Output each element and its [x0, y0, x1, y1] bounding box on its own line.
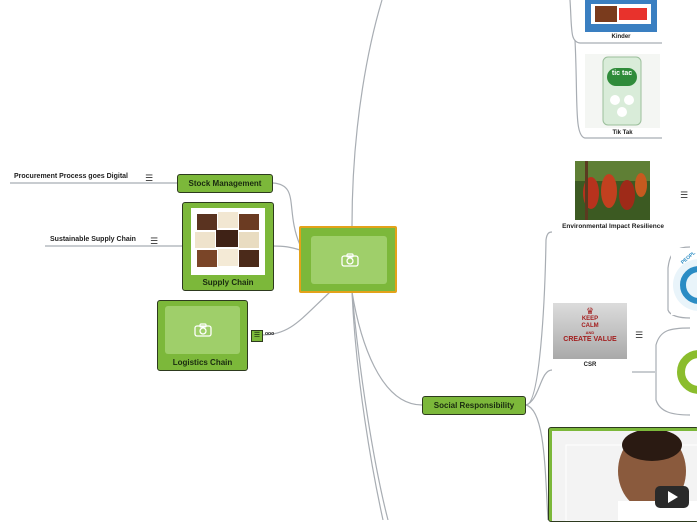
cocoa-pods-image — [575, 161, 650, 220]
topic-social-responsibility-label: Social Responsibility — [434, 401, 514, 410]
topic-logistics-chain-label: Logistics Chain — [158, 358, 247, 367]
play-button[interactable] — [655, 486, 689, 508]
csr-sign-line: CALM — [553, 323, 627, 330]
kinder-image — [585, 0, 657, 32]
csr-sign-line: KEEP — [553, 316, 627, 323]
video-card[interactable] — [548, 427, 697, 522]
csr-sign-line: CREATE VALUE — [553, 336, 627, 344]
green-circle-image — [671, 340, 697, 404]
notes-icon[interactable]: ☰ — [635, 331, 643, 340]
notes-icon-green[interactable]: ☰ — [251, 330, 263, 342]
notes-icon[interactable]: ☰ — [680, 191, 688, 200]
topic-logistics-chain[interactable]: Logistics Chain — [157, 300, 248, 371]
topic-social-responsibility[interactable]: Social Responsibility — [422, 396, 526, 415]
topic-stock-management[interactable]: Stock Management — [177, 174, 273, 193]
leaf-logistics-small[interactable]: ooo — [265, 331, 274, 337]
central-topic[interactable] — [299, 226, 397, 293]
environmental-caption: Environmental Impact Resilience — [548, 223, 678, 230]
kinder-caption: Kinder — [585, 34, 657, 40]
tictac-image — [585, 54, 660, 128]
csr-caption: CSR — [553, 362, 627, 368]
chocolate-image — [191, 208, 265, 275]
leaf-sustainable-supply-chain[interactable]: Sustainable Supply Chain — [50, 236, 136, 243]
keep-calm-image: ♛ KEEP CALM AND CREATE VALUE — [553, 303, 627, 359]
crown-icon: ♛ — [553, 306, 627, 316]
leaf-procurement[interactable]: Procurement Process goes Digital — [14, 173, 128, 180]
tictac-caption: Tik Tak — [585, 130, 660, 136]
topic-stock-management-label: Stock Management — [189, 179, 262, 188]
topic-supply-chain[interactable]: Supply Chain — [182, 202, 274, 291]
play-icon — [667, 491, 679, 503]
notes-icon[interactable]: ☰ — [145, 174, 153, 183]
topic-supply-chain-label: Supply Chain — [183, 278, 273, 287]
notes-icon[interactable]: ☰ — [150, 237, 158, 246]
tictac-logo: tic tac — [607, 70, 637, 77]
camera-icon — [341, 253, 359, 267]
camera-icon — [194, 323, 212, 337]
